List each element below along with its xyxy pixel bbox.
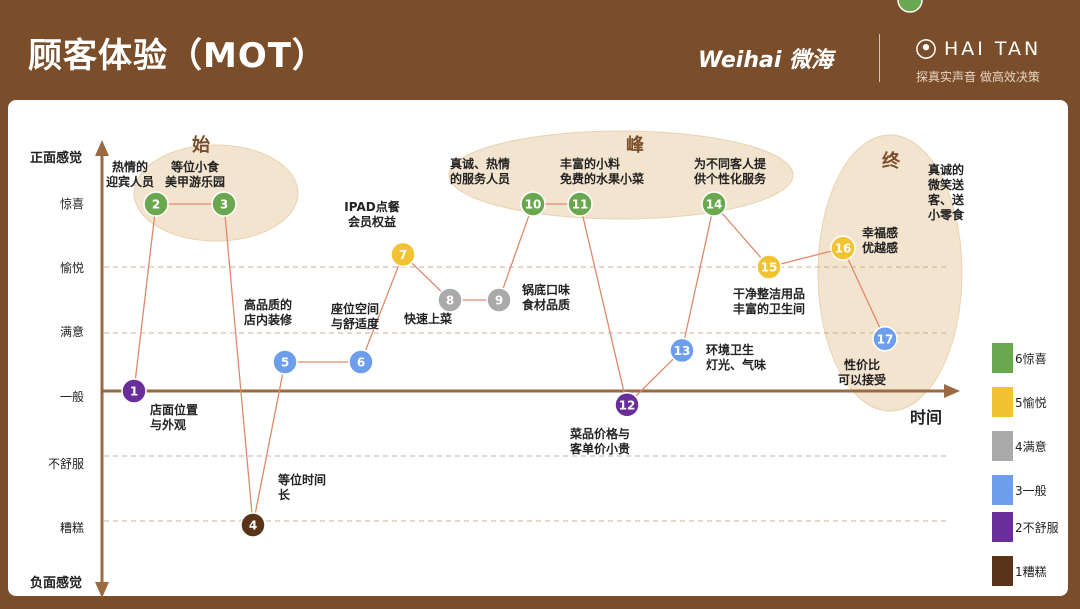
y-bottom-label: 负面感觉: [29, 576, 82, 591]
touchpoint-5-label: 高品质的 店内装修: [243, 298, 293, 327]
y-axis-arrow-down: [95, 582, 109, 598]
touchpoint-5-number: 5: [281, 356, 289, 370]
touchpoint-14-label: 为不同客人提 供个性化服务: [694, 157, 767, 186]
brand-haitan-subtitle: 探真实声音 做高效决策: [916, 70, 1040, 84]
x-axis-label: 时间: [910, 408, 943, 427]
touchpoint-3-number: 3: [220, 198, 228, 212]
page-title: 顾客体验（MOT）: [28, 36, 327, 76]
touchpoint-16-number: 16: [835, 242, 852, 256]
x-axis-arrow: [944, 384, 960, 398]
legend-swatch: [992, 387, 1013, 417]
touchpoint-2-marker: [143, 191, 169, 217]
legend-label: 2不舒服: [1015, 520, 1059, 535]
legend-swatch: [992, 475, 1013, 505]
legend-item-4: 2不舒服: [992, 512, 1059, 542]
touchpoint-3-marker: [211, 191, 237, 217]
touchpoint-17-label: 性价比 可以接受: [837, 358, 887, 387]
touchpoint-8-number: 8: [446, 294, 454, 308]
journey-line: [133, 202, 886, 526]
brand-logo-weihai: Weihai 微海: [698, 48, 834, 73]
touchpoint-6-number: 6: [357, 356, 365, 370]
touchpoint-16-marker: [830, 235, 856, 261]
touchpoint-10-marker: [520, 191, 546, 217]
legend-label: 1糟糕: [1015, 564, 1047, 579]
legend-swatch: [992, 512, 1013, 542]
touchpoint-8-label: 快速上菜: [403, 312, 453, 326]
touchpoint-7-number: 7: [399, 248, 407, 262]
haitan-logo-icon: [916, 39, 936, 59]
touchpoint-2-label: 热情的 迎宾人员: [105, 160, 155, 189]
touchpoint-15-number: 15: [761, 261, 778, 275]
legend-item-0: 6惊喜: [992, 343, 1047, 373]
touchpoint-18-label: 真诚的 微笑送 客、送 小零食: [928, 163, 965, 222]
region-0-ellipse: [133, 144, 299, 242]
touchpoint-12-number: 12: [619, 398, 636, 412]
touchpoint-12-marker: [614, 392, 640, 418]
legend-label: 3一般: [1015, 483, 1047, 498]
touchpoint-17-number: 17: [877, 332, 894, 346]
y-top-label: 正面感觉: [29, 151, 82, 166]
touchpoint-4-marker: [240, 512, 266, 538]
touchpoint-1-label: 店面位置 与外观: [150, 403, 199, 432]
touchpoint-6-label: 座位空间 与舒适度: [330, 302, 380, 331]
touchpoint-4-label: 等位时间 长: [278, 473, 327, 502]
touchpoint-13-number: 13: [674, 344, 691, 358]
legend-label: 4满意: [1015, 439, 1047, 454]
touchpoint-13-marker: [669, 337, 695, 364]
header: 顾客体验（MOT） Weihai 微海 HAI TAN 探真实声音 做高效决策: [0, 0, 1080, 100]
legend-label: 5愉悦: [1015, 395, 1047, 410]
touchpoint-14-number: 14: [706, 198, 723, 212]
touchpoint-17-marker: [872, 326, 898, 352]
touchpoint-8-marker: [437, 287, 463, 313]
touchpoint-7-label: IPAD点餐 会员权益: [344, 200, 400, 229]
touchpoint-1-number: 1: [130, 385, 138, 399]
region-2-ellipse: [817, 134, 963, 412]
touchpoint-16-label: 幸福感 优越感: [862, 226, 899, 255]
legend-label: 6惊喜: [1015, 351, 1047, 366]
touchpoint-7-marker: [390, 241, 416, 268]
touchpoint-9-marker: [486, 287, 512, 313]
y-level-label-2: 不舒服: [47, 457, 84, 471]
touchpoint-3-label: 等位小食 美甲游乐园: [164, 160, 226, 189]
region-label-0: 始: [192, 135, 210, 156]
legend-swatch: [992, 431, 1013, 461]
legend-item-2: 4满意: [992, 431, 1047, 461]
touchpoint-15-label: 干净整洁用品 丰富的卫生间: [733, 287, 806, 316]
touchpoint-11-label: 丰富的小料 免费的水果小菜: [560, 157, 645, 186]
touchpoint-18-number: 18: [902, 0, 919, 3]
touchpoint-18-marker: [897, 0, 923, 13]
touchpoint-10-number: 10: [525, 198, 542, 212]
touchpoint-10-label: 真诚、热情 的服务人员: [449, 157, 511, 186]
y-level-label-4: 满意: [59, 325, 84, 339]
touchpoint-11-number: 11: [572, 198, 589, 212]
y-axis-arrow-up: [95, 140, 109, 156]
legend-swatch: [992, 343, 1013, 373]
touchpoint-14-marker: [701, 191, 727, 217]
region-label-1: 峰: [626, 135, 644, 156]
touchpoint-6-marker: [348, 349, 374, 375]
touchpoint-15-marker: [756, 254, 782, 280]
brand-haitan: HAI TAN: [944, 38, 1042, 60]
legend-item-5: 1糟糕: [992, 556, 1047, 586]
touchpoint-4-number: 4: [249, 519, 257, 533]
touchpoint-9-number: 9: [495, 294, 503, 308]
legend-swatch: [992, 556, 1013, 586]
touchpoint-12-label: 菜品价格与 客单价小贵: [569, 427, 631, 456]
y-level-label-6: 惊喜: [59, 197, 84, 211]
touchpoint-11-marker: [567, 191, 593, 217]
header-divider: [879, 34, 880, 82]
touchpoint-13-label: 环境卫生 灯光、气味: [706, 343, 767, 372]
y-level-label-5: 愉悦: [59, 261, 84, 275]
legend-item-1: 5愉悦: [992, 387, 1047, 417]
touchpoint-1-marker: [121, 378, 147, 404]
region-label-2: 终: [882, 151, 900, 172]
touchpoint-5-marker: [272, 349, 298, 375]
touchpoint-9-label: 锅底口味 食材品质: [522, 283, 571, 312]
y-level-label-1: 糟糕: [59, 521, 84, 535]
legend-item-3: 3一般: [992, 475, 1047, 505]
touchpoint-2-number: 2: [152, 198, 160, 212]
y-level-label-3: 一般: [59, 390, 84, 404]
